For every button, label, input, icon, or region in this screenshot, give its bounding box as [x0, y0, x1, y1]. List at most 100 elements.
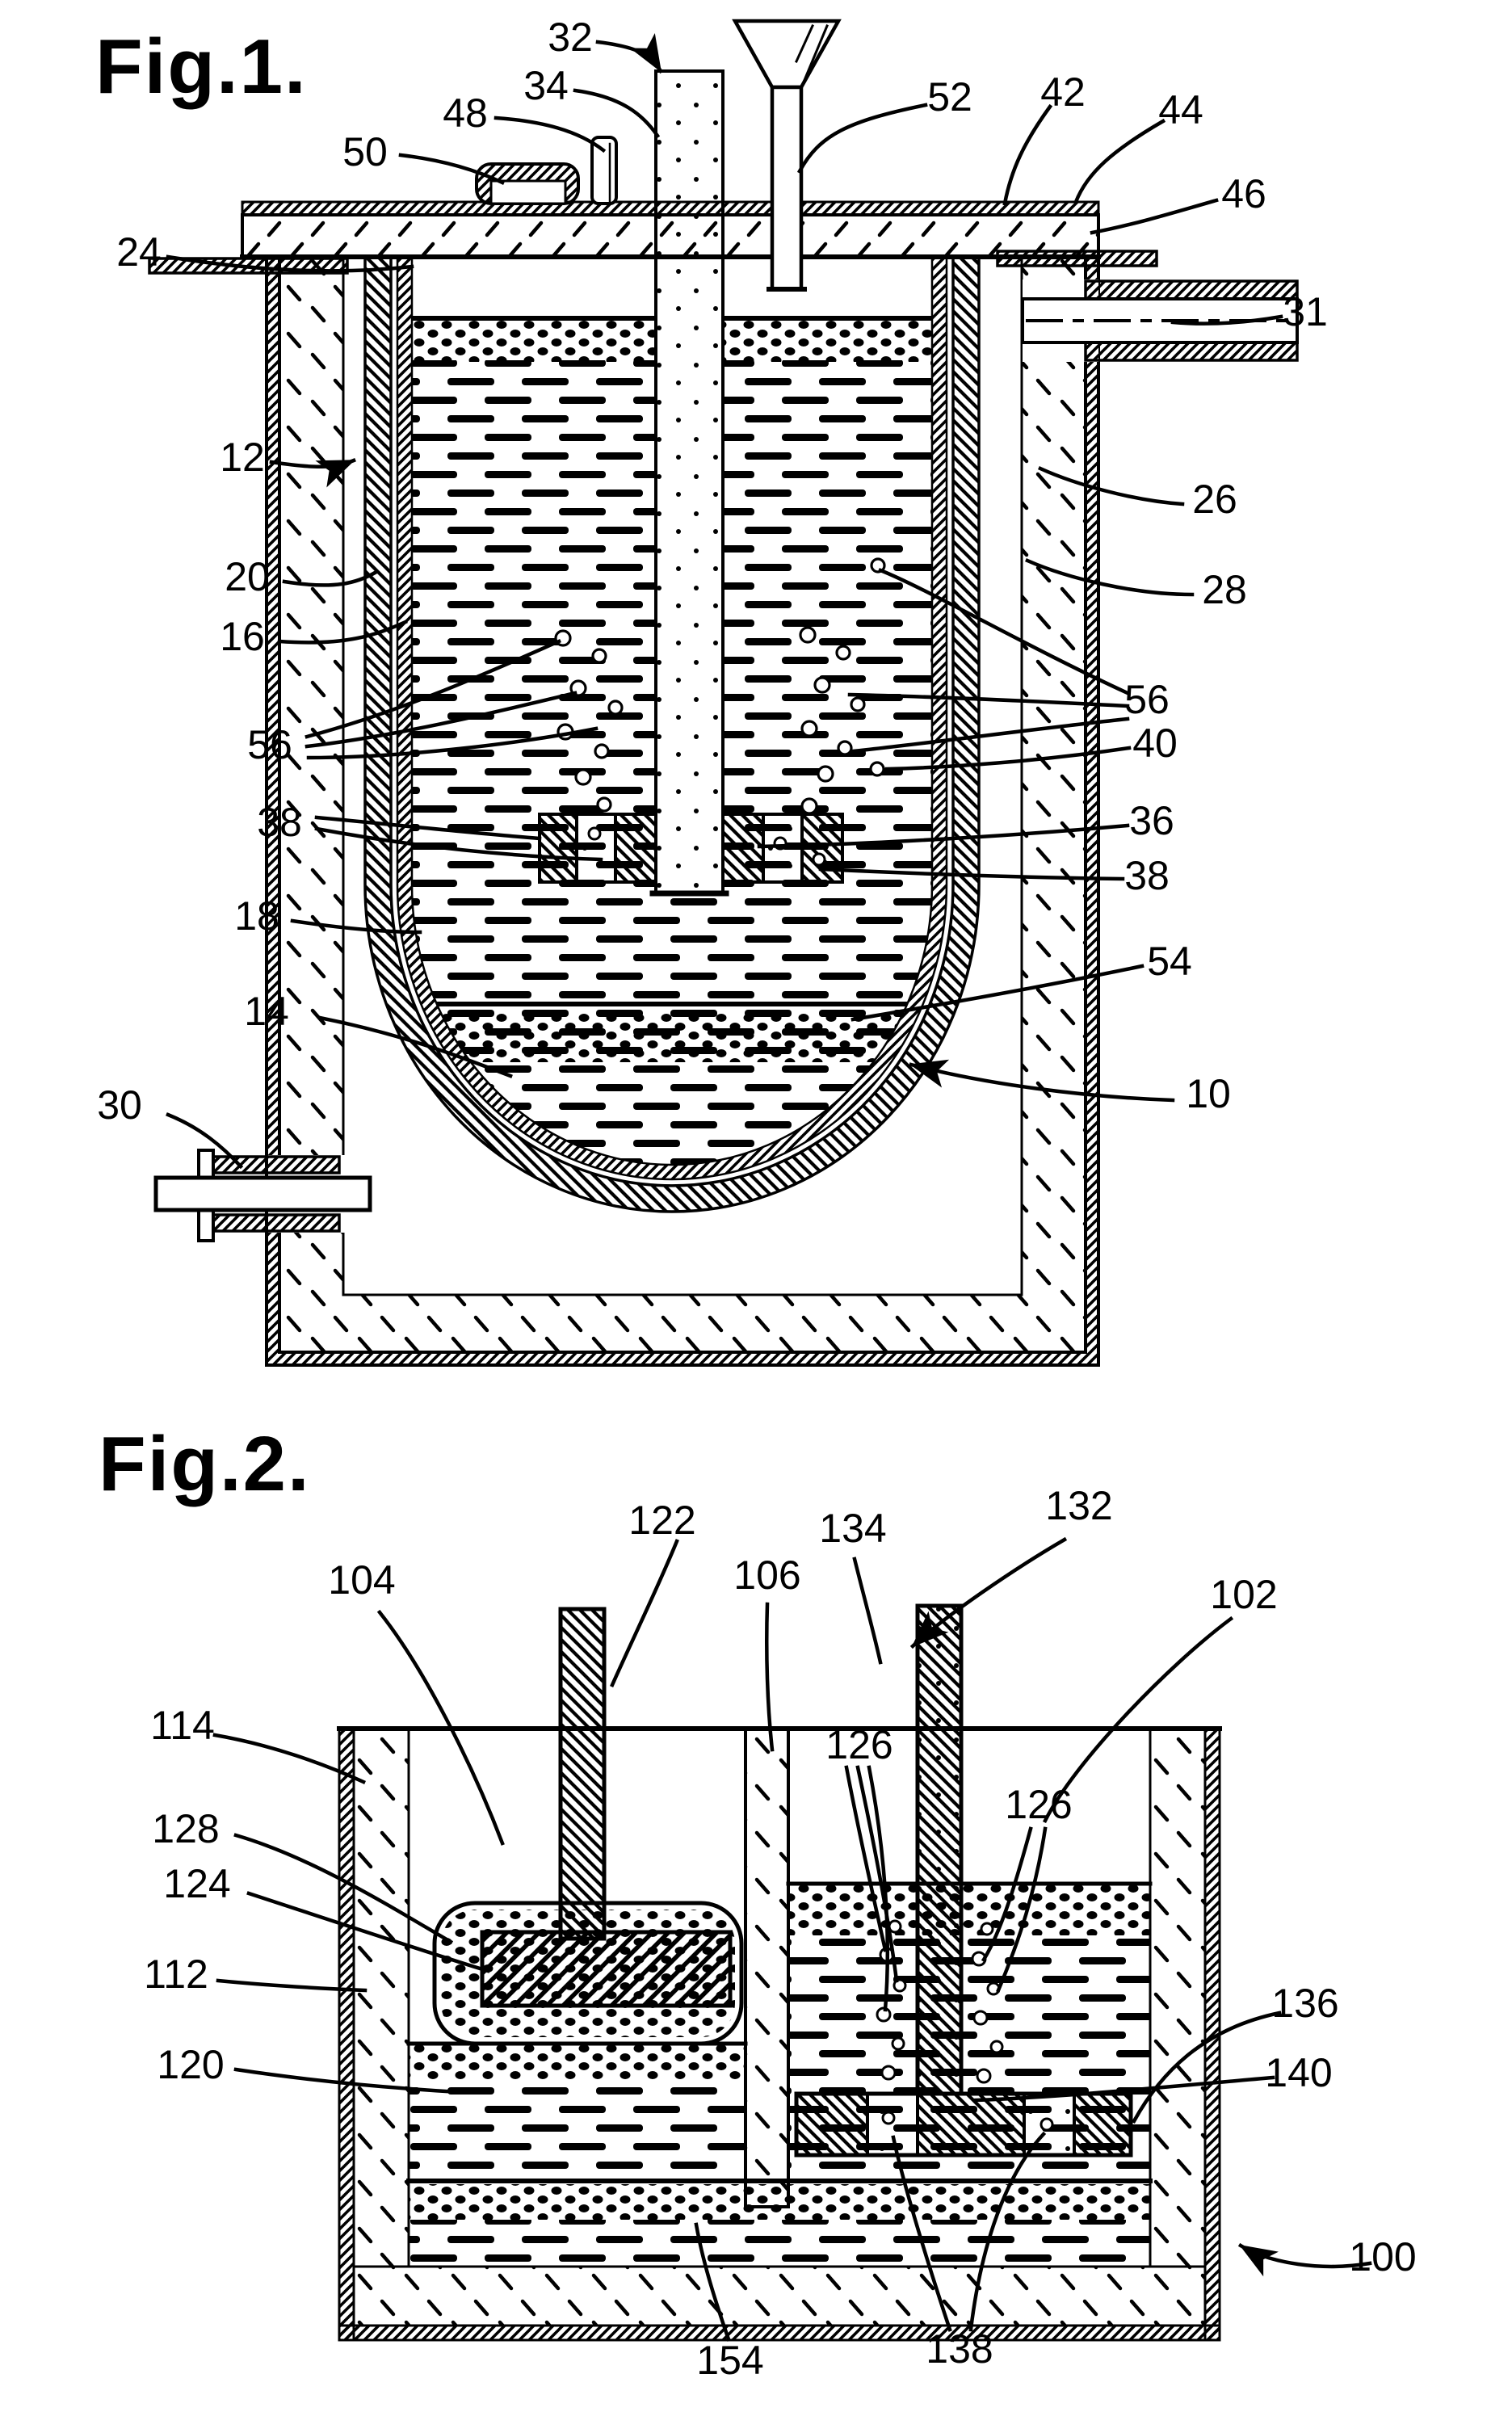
leader-12	[269, 458, 356, 488]
leader-38r	[818, 867, 1125, 881]
fig2-label-126-right: 126	[1005, 1782, 1073, 1827]
leader-122	[610, 1539, 679, 1687]
leader-56l-1	[304, 639, 561, 739]
leader-44	[1073, 118, 1166, 204]
fig1-label-54: 54	[1147, 939, 1192, 984]
leader-102	[1042, 1616, 1234, 1824]
fig1-label-32: 32	[548, 15, 593, 60]
leader-56l-3	[306, 726, 598, 760]
figure1-title: Fig.1.	[95, 23, 308, 110]
leader-114	[212, 1733, 366, 1784]
leader-104	[376, 1609, 505, 1846]
fig2-label-128: 128	[152, 1806, 220, 1851]
fig1-label-34: 34	[523, 63, 569, 108]
leader-56r-1	[878, 568, 1130, 695]
fig1-drain-pipe	[153, 1149, 372, 1242]
fig1-leaders	[166, 33, 1283, 1170]
fig1-label-24: 24	[116, 229, 162, 275]
crucible-outer-wall	[363, 255, 981, 1213]
leader-56l-2	[304, 691, 578, 749]
leader-52	[796, 103, 928, 174]
leader-134	[852, 1557, 883, 1665]
fig1-stirrer-disc	[538, 813, 844, 884]
leader-140	[973, 2075, 1275, 2103]
leader-126r-1	[981, 1826, 1033, 1963]
fig1-label-18: 18	[234, 893, 279, 939]
fig1-label-36: 36	[1129, 798, 1174, 843]
fig2-label-120: 120	[157, 2042, 225, 2087]
fig2-label-136: 136	[1271, 1981, 1339, 2026]
fig2-label-124: 124	[163, 1861, 231, 1906]
leader-42	[1002, 103, 1053, 206]
leader-36	[757, 823, 1130, 849]
fig1-lid	[148, 200, 1158, 275]
leader-126l-2	[855, 1765, 899, 1983]
fig1-bubbles	[554, 557, 886, 815]
leader-34	[573, 88, 661, 139]
fig1-label-42: 42	[1040, 69, 1086, 115]
leader-30	[166, 1112, 244, 1170]
leader-16	[277, 620, 408, 645]
fig1-label-14: 14	[244, 989, 289, 1034]
leader-24	[166, 254, 414, 273]
leader-126r-2	[996, 1826, 1048, 1993]
fig2-electrode-block	[480, 1930, 733, 2008]
leader-124	[246, 1891, 490, 1973]
fig1-label-38-left: 38	[257, 800, 302, 845]
fig1-lid-cap	[475, 162, 580, 205]
leader-56r-3	[850, 716, 1130, 754]
fig2-label-104: 104	[328, 1557, 396, 1603]
fig2-label-126-left: 126	[825, 1722, 893, 1767]
fig1-label-50: 50	[342, 129, 388, 174]
fig2-leaders	[212, 1536, 1372, 2342]
leader-40	[884, 746, 1132, 771]
fig1-stirrer-rod	[649, 69, 729, 897]
leader-38l-1	[314, 815, 542, 841]
leader-50	[398, 153, 505, 185]
leader-136	[1131, 2011, 1282, 2124]
figure2-drawing	[212, 1536, 1372, 2342]
fig1-label-40: 40	[1132, 721, 1178, 766]
leader-120	[233, 2067, 461, 2095]
fig2-label-132: 132	[1045, 1483, 1113, 1528]
fig2-label-138: 138	[926, 2326, 993, 2372]
figure1-drawing	[148, 19, 1299, 1367]
leader-32	[595, 33, 664, 74]
fig2-label-134: 134	[819, 1506, 887, 1551]
leader-10	[909, 1059, 1175, 1103]
leader-20	[282, 569, 380, 587]
fig1-label-26: 26	[1192, 477, 1237, 522]
fig1-label-30: 30	[97, 1082, 142, 1128]
fig2-label-106: 106	[733, 1553, 801, 1598]
fig1-lid-tube	[590, 136, 618, 205]
fig1-label-46: 46	[1221, 171, 1266, 216]
leader-138-2	[968, 2131, 1047, 2332]
fig2-right-rod	[915, 1603, 964, 2096]
fig2-label-122: 122	[628, 1498, 696, 1543]
leader-138-1	[891, 2135, 952, 2332]
fig2-stirrer-disc	[794, 2091, 1133, 2158]
fig1-feed-funnel	[732, 19, 842, 292]
fig2-dividing-wall	[744, 1727, 790, 2208]
fig2-bubbles	[876, 1919, 1054, 2132]
fig2-label-112: 112	[144, 1952, 208, 1997]
fig1-label-56-left: 56	[247, 722, 292, 767]
fig2-left-rod	[558, 1607, 607, 1941]
fig1-label-16: 16	[220, 614, 265, 659]
leader-126l-3	[867, 1765, 890, 2012]
leader-154	[694, 2222, 731, 2342]
fig1-label-10: 10	[1186, 1071, 1231, 1116]
leader-38l-2	[314, 826, 603, 862]
fig1-label-48: 48	[443, 90, 488, 136]
leader-28	[1025, 558, 1195, 597]
fig2-float-body	[432, 1901, 744, 2046]
fig1-label-52: 52	[927, 74, 972, 120]
leader-18	[290, 918, 422, 935]
leader-56r-2	[847, 692, 1130, 708]
leader-106	[765, 1602, 775, 1752]
leader-31	[1170, 314, 1283, 326]
leader-14	[317, 1015, 513, 1078]
leader-132	[909, 1536, 1068, 1649]
